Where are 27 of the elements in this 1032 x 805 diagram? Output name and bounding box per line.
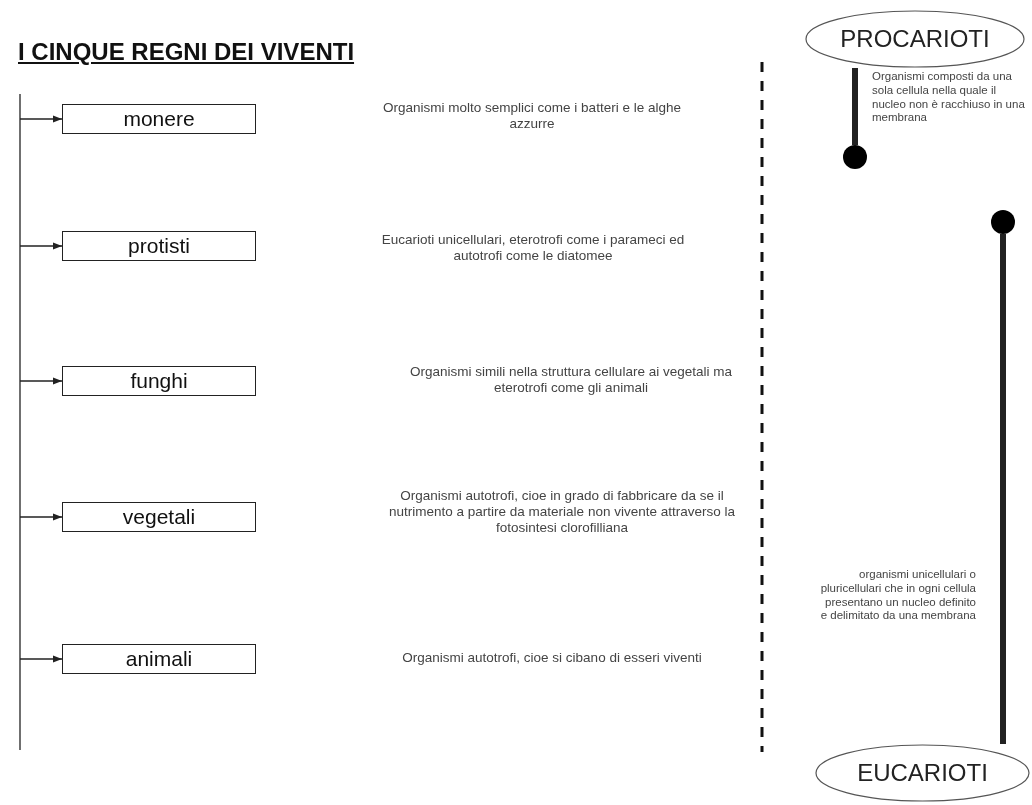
- kingdom-box: monere: [62, 104, 256, 134]
- arrow: [19, 242, 63, 250]
- title: I CINQUE REGNI DEI VIVENTI: [18, 38, 355, 66]
- ellipse-label: PROCARIOTI: [840, 25, 990, 53]
- description-text: organismi unicellulari o pluricellulari che in ogni cellula presentano un nucleo definito e delimitato da una membrana: [819, 568, 976, 624]
- ellipse-label: EUCARIOTI: [857, 759, 988, 787]
- kingdom-box: protisti: [62, 231, 256, 261]
- kingdom-box: funghi: [62, 366, 256, 396]
- arrow: [19, 115, 63, 123]
- description-text: Organismi composti da una sola cellula nella quale il nucleo non è racchiuso in una membrana: [872, 70, 1026, 126]
- arrow: [19, 377, 63, 385]
- description-text: Eucarioti unicellulari, eterotrofi come i parameci ed autotrofi come le diatomee: [380, 232, 686, 265]
- description-text: Organismi simili nella struttura cellulare ai vegetali ma eterotrofi come gli animali: [409, 364, 733, 397]
- group-ellipse: [805, 10, 1025, 68]
- description-text: Organismi molto semplici come i batteri e le alghe azzurre: [382, 100, 682, 133]
- dot-marker: [843, 145, 867, 169]
- description-text: Organismi autotrofi, cioe si cibano di esseri viventi: [401, 650, 703, 667]
- kingdom-box: vegetali: [62, 502, 256, 532]
- trunk-line: [19, 93, 21, 751]
- group-ellipse: [815, 744, 1030, 802]
- arrow: [19, 513, 63, 521]
- connector-line: [1000, 234, 1006, 744]
- arrow: [19, 655, 63, 663]
- description-text: Organismi autotrofi, cioe in grado di fabbricare da se il nutrimento a partire da materiale non vivente attraverso la fotosintesi clorofilliana: [388, 488, 736, 537]
- connector-line: [852, 68, 858, 145]
- kingdom-box: animali: [62, 644, 256, 674]
- dot-marker: [991, 210, 1015, 234]
